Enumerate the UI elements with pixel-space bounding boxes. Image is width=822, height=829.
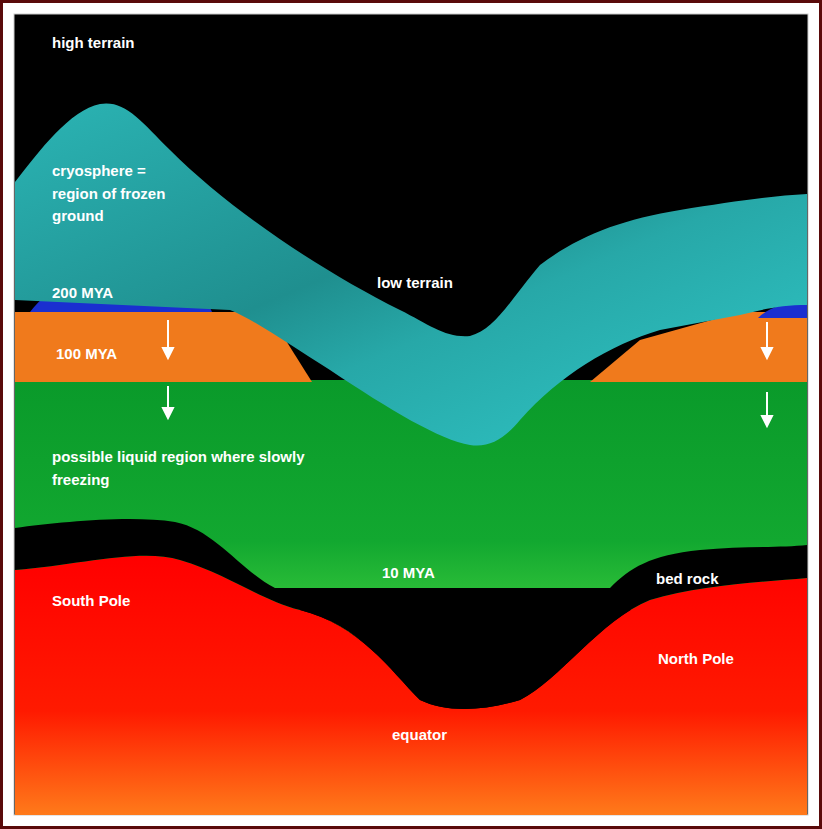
age-label: 10 MYA <box>382 562 502 585</box>
pole-label: South Pole <box>52 590 212 613</box>
pole-label: North Pole <box>658 648 798 671</box>
terrain-label: high terrain <box>52 32 252 55</box>
age-label: 200 MYA <box>52 282 172 305</box>
terrain-label: low terrain <box>377 272 517 295</box>
equator-label: equator <box>392 724 512 747</box>
age-label: 100 MYA <box>56 343 176 366</box>
liquid-region-label: possible liquid region where slowly free… <box>52 446 322 491</box>
cryosphere-label: cryosphere = region of frozen ground <box>52 160 192 228</box>
bedrock-label: bed rock <box>656 568 776 591</box>
